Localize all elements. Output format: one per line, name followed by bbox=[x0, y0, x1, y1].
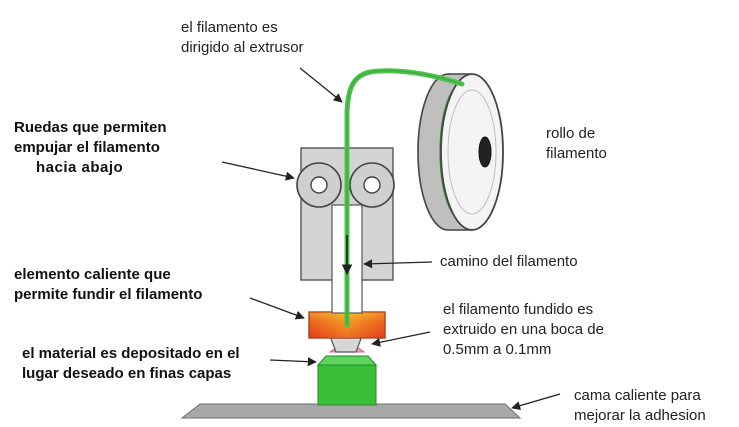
arrow-filament-directed bbox=[299, 67, 343, 103]
label-deposited: el material es depositado en el lugar de… bbox=[22, 345, 240, 382]
arrow-deposited bbox=[269, 357, 317, 367]
printed-object bbox=[317, 364, 377, 406]
label-wheels: Ruedas que permiten empujar el filamento… bbox=[14, 119, 167, 176]
label-filament-path: camino del filamento bbox=[440, 253, 578, 270]
arrow-filament-path bbox=[363, 259, 433, 269]
label-spool: rollo de filamento bbox=[546, 125, 607, 162]
drive-wheel-right bbox=[349, 162, 395, 208]
heated-bed bbox=[180, 403, 522, 419]
filament-strand-shade bbox=[346, 70, 463, 325]
arrow-hot-element bbox=[249, 297, 305, 320]
arrow-wheels bbox=[221, 161, 295, 181]
label-filament-directed: el filamento es dirigido al extrusor bbox=[181, 19, 304, 56]
label-melted-filament: el filamento fundido es extruido en una … bbox=[443, 301, 604, 358]
filament-spool bbox=[417, 73, 504, 231]
arrow-heated-bed bbox=[511, 393, 561, 411]
label-heated-bed: cama caliente para mejorar la adhesion bbox=[574, 387, 706, 424]
drive-wheel-left bbox=[296, 162, 342, 208]
arrow-melted-filament bbox=[371, 331, 431, 347]
label-hot-element: elemento caliente que permite fundir el … bbox=[14, 266, 203, 303]
printed-object-top bbox=[316, 355, 378, 366]
